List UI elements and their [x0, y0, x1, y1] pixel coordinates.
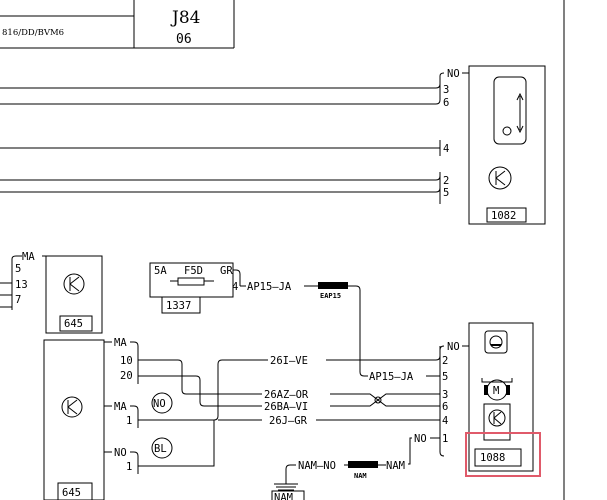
splice-block: [348, 461, 378, 468]
c1082-pin: 3: [443, 84, 449, 96]
twisted-pair-icon: [374, 396, 382, 404]
marker-bl-text: BL: [154, 443, 167, 455]
component-1088[interactable]: M 1088 NO 2 5 3 6 4 1: [442, 322, 534, 472]
transistor-small-icon: [502, 126, 512, 136]
lower-harness: 26I—VE 26AZ—OR 26BA—VI 26J—GR: [138, 345, 445, 467]
wire-no-1088: NO: [414, 433, 427, 445]
upper-harness: [0, 72, 445, 204]
c1082-pin: 5: [443, 187, 449, 199]
c645-top-pin: 13: [15, 279, 28, 291]
transistor-icon: [61, 396, 83, 418]
c1082-pin: 4: [443, 143, 449, 155]
fuse-id: F5D: [184, 265, 203, 277]
c1088-pin: 5: [442, 371, 448, 383]
c645-top-pin: 7: [15, 294, 21, 306]
fuse-rating: 5A: [154, 265, 167, 277]
c1088-pin: 1: [442, 433, 448, 445]
wire-nam-right: NAM: [386, 460, 405, 472]
c1082-pin: 6: [443, 97, 449, 109]
c1082-pin: 2: [443, 175, 449, 187]
wire-nam-left: NAM—NO: [298, 460, 336, 472]
c645-bottom-pin: 20: [120, 370, 133, 382]
fuse-icon: [177, 277, 205, 286]
component-1337[interactable]: 5A F5D 1337 GR 4: [149, 262, 241, 314]
wire-26az: 26AZ—OR: [264, 389, 309, 401]
c645-bottom-pin: 10: [120, 355, 133, 367]
c645-top-pin: 5: [15, 263, 21, 275]
wire-ap15-top: AP15—JA: [247, 281, 292, 293]
c1082-ground: NO: [447, 68, 460, 80]
c645-bottom-color: MA: [114, 401, 127, 413]
updown-arrow-icon: [516, 92, 524, 134]
component-645-bottom-label: 645: [62, 487, 81, 499]
transistor-icon: [488, 166, 512, 190]
wire-ap15-right: AP15—JA: [369, 371, 414, 383]
ap15-branch: AP15—JA EAP15 AP15—JA: [240, 281, 440, 383]
component-1088-label: 1088: [480, 452, 505, 464]
marker-no-text: NO: [153, 398, 166, 410]
title-block: 816/DD/BVM6 J84 06: [0, 0, 235, 49]
nam-branch: NO NAM NAM NAM—NO NAM: [271, 433, 440, 500]
ground-nam: NAM: [274, 492, 293, 500]
transistor-icon: [63, 273, 85, 295]
c1088-pin: 6: [442, 401, 448, 413]
splice-block: [318, 282, 348, 289]
highlight-box: [465, 432, 541, 477]
c645-top-ground: MA: [22, 251, 35, 263]
component-1082-label: 1082: [491, 210, 516, 222]
sheet-number: 06: [176, 32, 192, 47]
splice-nam: NAM: [354, 472, 367, 480]
c1337-color: GR: [220, 265, 233, 277]
component-645-top[interactable]: 645 MA 5 13 7: [0, 251, 103, 334]
component-645-bottom[interactable]: 645 MA 10 20 MA 1 NO 1: [43, 337, 139, 500]
motor-letter: M: [493, 385, 499, 397]
wire-26j: 26J—GR: [269, 415, 308, 427]
component-645-top-label: 645: [64, 318, 83, 330]
connector-marker-bl: BL: [151, 437, 173, 459]
c1088-pin: 4: [442, 415, 448, 427]
c1088-ground: NO: [447, 341, 460, 353]
wire-26i: 26I—VE: [270, 355, 308, 367]
c645-bottom-color: MA: [114, 337, 127, 349]
component-1337-label: 1337: [166, 300, 191, 312]
wire-26ba: 26BA—VI: [264, 401, 308, 413]
c645-bottom-pin: 1: [126, 461, 132, 473]
transistor-icon: [488, 409, 506, 427]
ground-icon: [274, 483, 298, 491]
splice-ap15: EAP15: [320, 292, 341, 300]
c645-bottom-pin: 1: [126, 415, 132, 427]
c1088-pin: 3: [442, 389, 448, 401]
component-1082[interactable]: 1082 NO 3 6 4 2 5: [443, 65, 546, 225]
connector-marker-no: NO: [151, 392, 173, 414]
c1088-pin: 2: [442, 355, 448, 367]
indicator-symbol: [484, 330, 508, 354]
title-ref-text: 816/DD/BVM6: [2, 28, 64, 38]
c645-bottom-color: NO: [114, 447, 127, 459]
c1337-pin: 4: [232, 281, 238, 293]
sheet-code: J84: [170, 8, 200, 28]
